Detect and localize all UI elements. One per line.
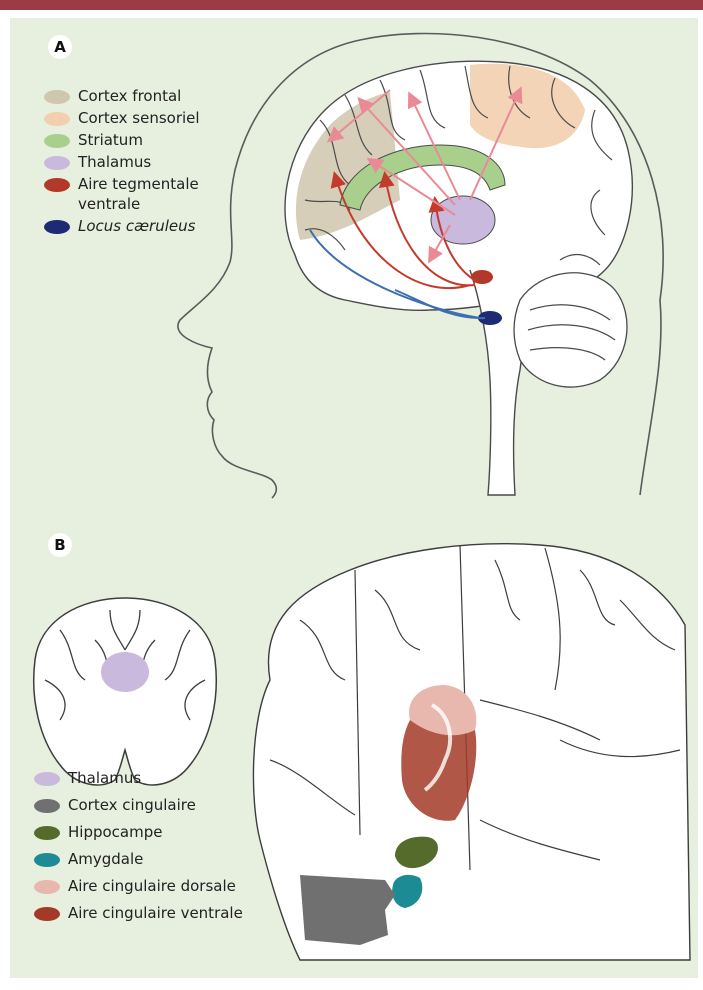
striatum-swatch — [44, 134, 70, 148]
sensory-cortex-region — [470, 64, 585, 148]
legend-label: Cortex sensoriel — [78, 108, 200, 128]
legend-label-line1: Aire tegmentale — [78, 174, 199, 194]
thalamus-region — [431, 196, 495, 244]
legend-label: Aire cingulaire dorsale — [68, 876, 236, 896]
legend-a-cortex-frontal: Cortex frontal — [44, 86, 181, 106]
cortex-cingulaire-swatch — [34, 799, 60, 813]
legend-b-cortex-cingulaire: Cortex cingulaire — [34, 795, 196, 815]
hippocampe-swatch — [34, 826, 60, 840]
vta-nucleus — [471, 270, 493, 284]
legend-label: Amygdale — [68, 849, 143, 869]
legend-label: Thalamus — [78, 152, 151, 172]
legend-b-hippocampe: Hippocampe — [34, 822, 162, 842]
legend-a-aire-tegmentale-ventrale: Aire tegmentale ventrale — [44, 174, 199, 214]
legend-a-cortex-sensoriel: Cortex sensoriel — [44, 108, 200, 128]
panel-b-label: B — [48, 533, 72, 557]
legend-label: Thalamus — [68, 768, 141, 788]
legend-b-aire-cingulaire-dorsale: Aire cingulaire dorsale — [34, 876, 236, 896]
legend-label: Locus cæruleus — [78, 216, 195, 236]
legend-label: Cortex frontal — [78, 86, 181, 106]
thalamus-swatch — [44, 156, 70, 170]
legend-a-striatum: Striatum — [44, 130, 143, 150]
legend-label-line2: ventrale — [78, 194, 199, 214]
aire-cingulaire-ventrale-swatch — [34, 907, 60, 921]
locus-caeruleus-swatch — [44, 220, 70, 234]
cerebellum — [514, 273, 627, 387]
aire-cingulaire-dorsale-swatch — [34, 880, 60, 894]
legend-label: Aire tegmentale ventrale — [78, 174, 199, 214]
cortex-frontal-swatch — [44, 90, 70, 104]
amygdale-swatch — [34, 853, 60, 867]
thalamus-swatch — [34, 772, 60, 786]
legend-a-locus-caeruleus: Locus cæruleus — [44, 216, 195, 236]
legend-b-thalamus: Thalamus — [34, 768, 141, 788]
cortex-cingulaire-region — [300, 875, 395, 945]
legend-label: Striatum — [78, 130, 143, 150]
legend-label: Aire cingulaire ventrale — [68, 903, 243, 923]
coronal-thalamus — [101, 652, 149, 692]
legend-label: Cortex cingulaire — [68, 795, 196, 815]
panel-a-label: A — [48, 35, 72, 59]
cortex-sensoriel-swatch — [44, 112, 70, 126]
aire-tegmentale-ventrale-swatch — [44, 178, 70, 192]
legend-b-amygdale: Amygdale — [34, 849, 143, 869]
legend-b-aire-cingulaire-ventrale: Aire cingulaire ventrale — [34, 903, 243, 923]
legend-a-thalamus: Thalamus — [44, 152, 151, 172]
legend-label: Hippocampe — [68, 822, 162, 842]
